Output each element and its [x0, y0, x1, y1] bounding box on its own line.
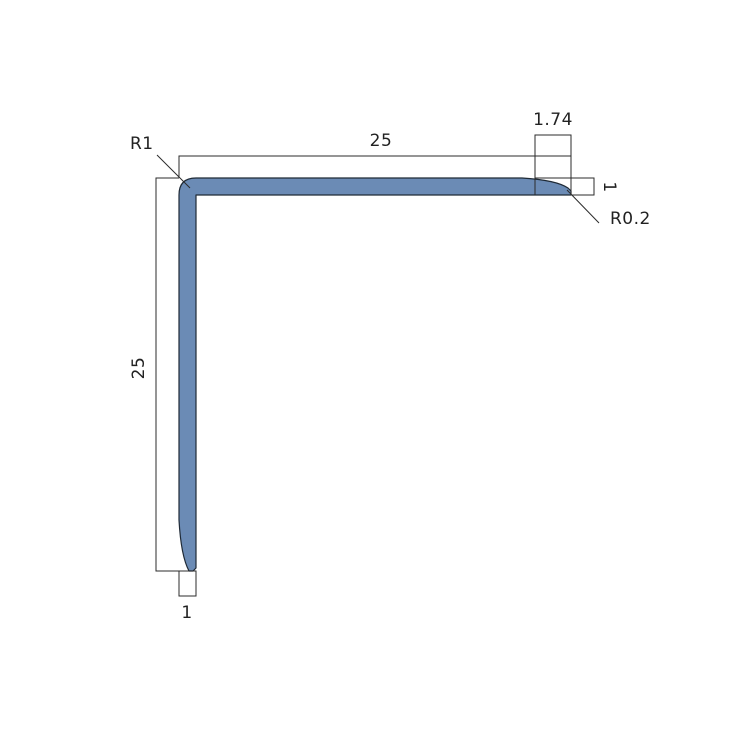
tip-radius-leader	[566, 189, 600, 224]
tip-width-label: 1.74	[533, 110, 573, 130]
bottom-thickness-label: 1	[181, 603, 192, 623]
top-thickness-label: 1	[599, 181, 619, 192]
top-thickness-dimension-box	[570, 177, 595, 196]
top-length-dimension-line	[178, 155, 572, 178]
tip-width-dimension-box	[534, 134, 572, 179]
top-length-label: 25	[370, 131, 393, 151]
side-length-dimension-line	[155, 177, 189, 572]
bottom-thickness-dimension-box	[178, 570, 197, 597]
inner-radius-label: R1	[130, 134, 154, 154]
tip-radius-label: R0.2	[610, 209, 651, 229]
side-length-label: 25	[129, 357, 149, 380]
angle-profile-shape	[178, 177, 572, 572]
inner-radius-leader	[156, 154, 191, 189]
